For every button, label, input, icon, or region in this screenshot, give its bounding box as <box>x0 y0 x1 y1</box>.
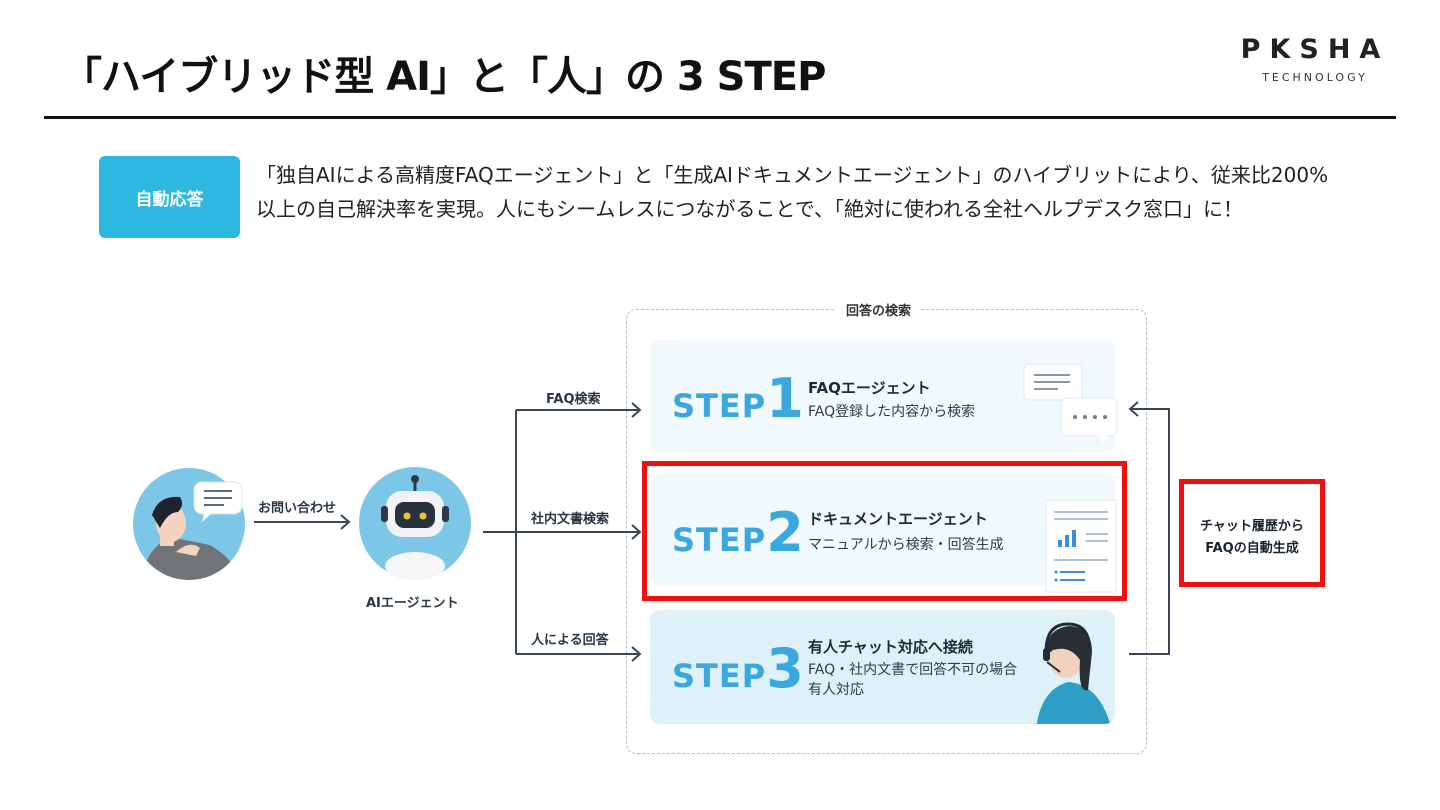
logo-sub-text: TECHNOLOGY <box>1262 71 1368 84</box>
step1-desc: FAQ登録した内容から検索 <box>808 404 976 420</box>
step2-card <box>650 474 1115 586</box>
step2-desc: マニュアルから検索・回答生成 <box>808 537 1004 553</box>
step2-number: 2 <box>766 501 804 564</box>
intro-description: 「独自AIによる高精度FAQエージェント」と「生成AIドキュメントエージェント」… <box>256 163 1329 221</box>
ai-agent-label: AIエージェント <box>366 596 459 611</box>
step3-number: 3 <box>766 637 804 700</box>
operator-icon <box>1036 622 1112 724</box>
step2-word: STEP <box>672 521 767 559</box>
step2-heading: STEP2 <box>672 506 804 560</box>
auto-faq-line2: FAQの自動生成 <box>1205 541 1299 556</box>
title-underline <box>44 116 1396 119</box>
inquiry-arrow <box>254 514 351 530</box>
step1-number: 1 <box>766 367 804 430</box>
step1-title: FAQエージェント <box>808 379 931 397</box>
document-icon <box>1045 499 1117 593</box>
step2-title: ドキュメントエージェント <box>808 510 988 528</box>
chat-bubbles-icon <box>1023 363 1118 444</box>
step1-heading: STEP1 <box>672 372 804 426</box>
auto-faq-line1: チャット履歴から <box>1200 519 1304 534</box>
step1-word: STEP <box>672 387 767 425</box>
step3-word: STEP <box>672 657 767 695</box>
auto-faq-highlight <box>1179 479 1325 587</box>
search-container-title: 回答の検索 <box>836 300 922 319</box>
branch-connectors <box>483 402 642 662</box>
branch-label-human: 人による回答 <box>531 633 609 648</box>
step3-title: 有人チャット対応へ接続 <box>808 638 973 656</box>
ai-robot-icon <box>359 467 471 580</box>
page-title: 「ハイブリッド型 AI」と「人」の 3 STEP <box>62 54 826 100</box>
step3-card <box>650 610 1115 724</box>
step3-desc: FAQ・社内文書で回答不可の場合有人対応 <box>808 662 1018 698</box>
auto-response-badge: 自動応答 <box>99 156 240 238</box>
branch-label-faq: FAQ検索 <box>546 392 601 407</box>
inquiry-label: お問い合わせ <box>258 501 337 516</box>
auto-faq-label: チャット履歴から FAQの自動生成 <box>1179 516 1325 560</box>
step2-highlight <box>642 461 1127 601</box>
user-avatar-icon <box>133 468 245 580</box>
step3-heading: STEP3 <box>672 642 804 696</box>
pksha-logo: PKSHA TECHNOLOGY <box>1240 34 1390 84</box>
branch-label-docs: 社内文書検索 <box>531 512 610 527</box>
logo-main-text: PKSHA <box>1240 34 1390 65</box>
feedback-connector <box>1128 401 1170 655</box>
